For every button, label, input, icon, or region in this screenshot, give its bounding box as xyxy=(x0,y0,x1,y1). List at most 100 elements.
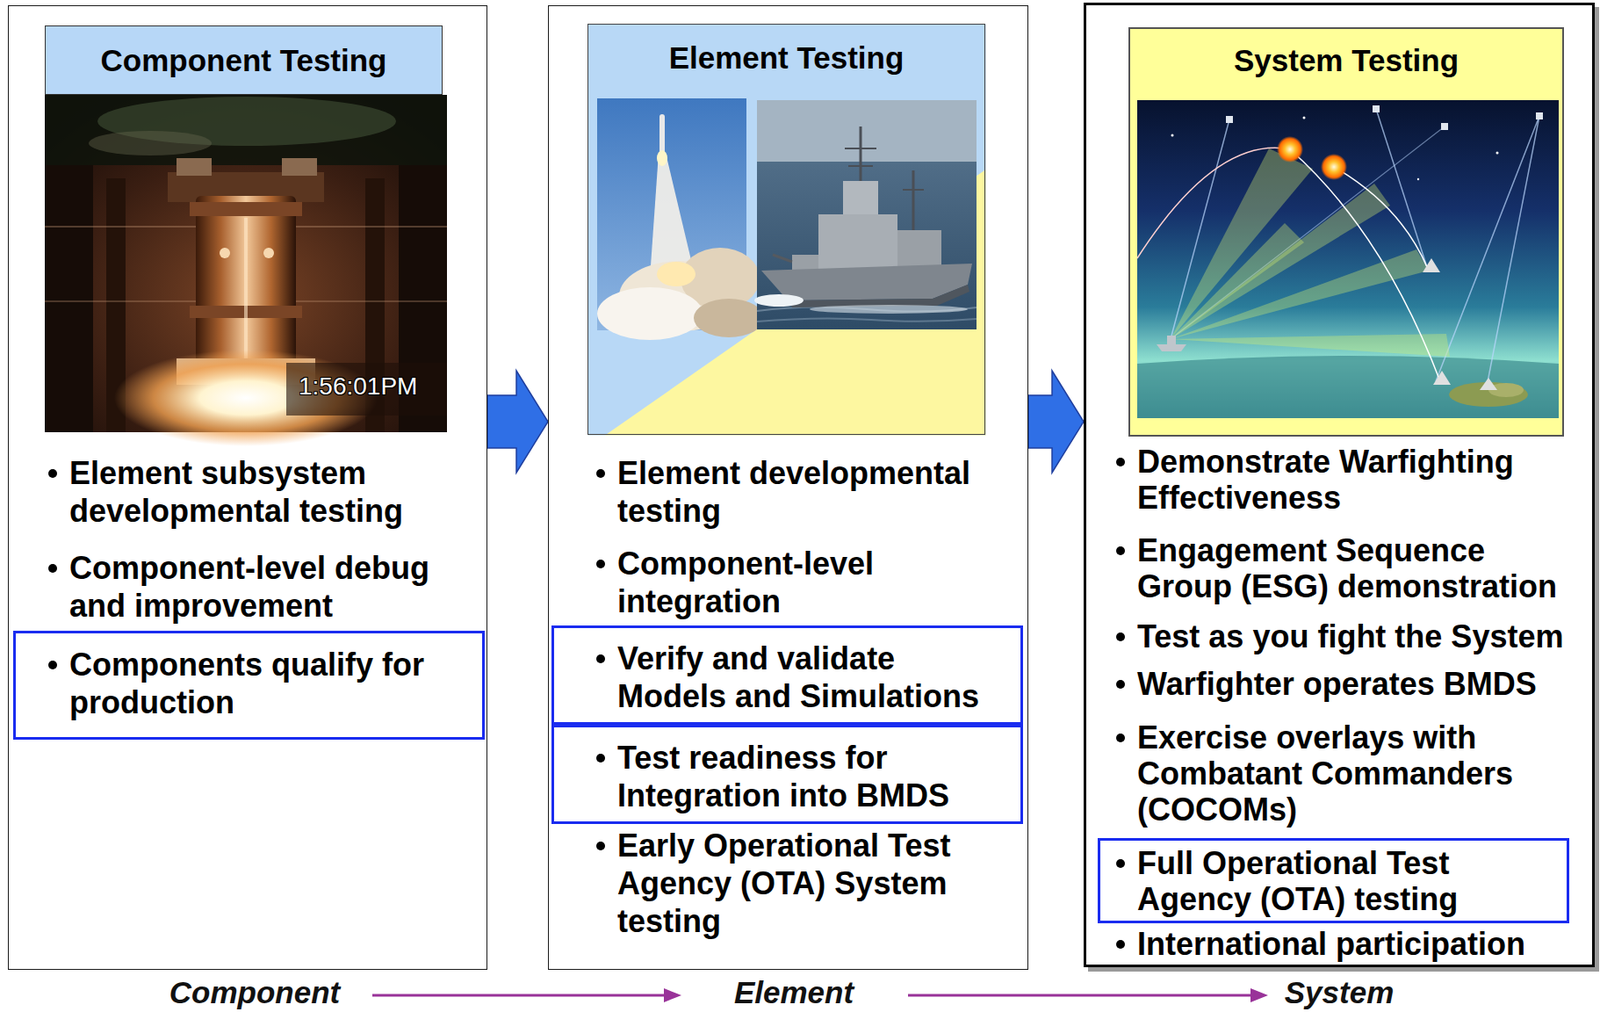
thruster-cylinder xyxy=(195,195,296,372)
bullet-text: Verify and validate Models and Simulatio… xyxy=(617,639,997,715)
radar-beam xyxy=(1170,249,1429,339)
bullet-text: Component-level integration xyxy=(617,544,997,620)
aegis-ship xyxy=(1156,344,1187,352)
radar-beam xyxy=(1170,183,1391,339)
label-slot: Element xyxy=(734,976,854,1008)
block-arrow xyxy=(487,370,548,473)
header-text: Element Testing xyxy=(588,39,985,77)
star xyxy=(1417,178,1420,181)
highlight-box: Verify and validate Models and Simulatio… xyxy=(551,625,1024,725)
smoke xyxy=(693,298,764,338)
bow-wave xyxy=(754,294,804,307)
sensor-link xyxy=(1486,115,1540,387)
housing-fitting xyxy=(176,158,212,176)
label-slot: System xyxy=(1284,976,1395,1008)
stage-header: Element Testing xyxy=(587,23,986,435)
intercept-burst xyxy=(1276,136,1304,163)
label-slot: Component xyxy=(169,976,340,1008)
progression-line xyxy=(908,994,1253,997)
sensor-link xyxy=(1435,115,1540,382)
yard xyxy=(844,147,877,150)
earth-surface xyxy=(1137,355,1559,419)
bullet-text: Test as you fight the System xyxy=(1137,618,1577,655)
bullet-dot xyxy=(1116,733,1125,743)
bullet-text: Engagement Sequence Group (ESG) demonstr… xyxy=(1137,532,1577,605)
test-stage-panel: Demonstrate Warfighting EffectivenessEng… xyxy=(1083,2,1595,967)
system-header-ground xyxy=(1128,27,1564,437)
stage-label: System xyxy=(1284,976,1395,1008)
bullet-text: Element developmental testing xyxy=(617,454,997,530)
interceptor-track xyxy=(1290,149,1441,382)
bullet-text: Test readiness for Integration into BMDS xyxy=(617,738,997,815)
bmds-engagement-illustration xyxy=(1137,100,1559,419)
bullet-text: Full Operational Test Agency (OTA) testi… xyxy=(1137,844,1550,917)
star xyxy=(1496,151,1500,155)
bullet-text: Demonstrate Warfighting Effectiveness xyxy=(1137,443,1577,516)
bullet-dot xyxy=(596,559,606,569)
wake xyxy=(809,304,968,314)
sensor-link xyxy=(1170,126,1445,339)
bullet-dot xyxy=(48,660,58,670)
interceptor-track xyxy=(1333,166,1428,267)
ground-site xyxy=(1433,370,1451,385)
cruiser-photo xyxy=(754,100,977,330)
gun-barrel xyxy=(772,254,793,262)
test-stage-panel: Element subsystem developmental testingC… xyxy=(7,5,488,970)
yard xyxy=(848,165,873,167)
satellite xyxy=(1535,112,1543,120)
aegis-ship xyxy=(1167,335,1176,345)
satellite xyxy=(1441,122,1449,130)
satellite xyxy=(1225,115,1233,123)
ground-site xyxy=(1479,377,1498,390)
radar-beam xyxy=(1170,223,1305,339)
bullet-dot xyxy=(48,563,58,573)
stage-label: Component xyxy=(169,976,340,1008)
bullet-dot xyxy=(596,841,606,851)
photo-blur xyxy=(88,130,212,156)
bolt xyxy=(263,247,274,259)
bullet-dot xyxy=(1116,858,1125,868)
bullet-text: Component-level debug and improvement xyxy=(69,548,474,625)
label-slot: 1:56:01PM xyxy=(298,372,418,401)
stand-frame xyxy=(44,165,94,433)
stage-header: Component Testing xyxy=(44,25,443,95)
header-text: Component Testing xyxy=(45,42,442,80)
smoke xyxy=(597,287,703,340)
bullet-dot xyxy=(1116,939,1125,949)
bullet-dot xyxy=(1116,457,1125,467)
yard xyxy=(902,188,924,191)
bullet-dot xyxy=(1116,546,1125,555)
haze xyxy=(756,100,977,162)
bullet-dot xyxy=(1116,679,1125,689)
satellite xyxy=(1372,105,1380,113)
test-stand-photo xyxy=(44,94,447,447)
launch-flame xyxy=(656,261,696,287)
cylinder-band xyxy=(189,201,303,217)
radar-beam xyxy=(1170,148,1313,339)
missile-flame xyxy=(656,150,668,166)
photo-shadow xyxy=(44,94,447,166)
bullet-text: Element subsystem developmental testing xyxy=(69,454,474,530)
bullet-dot xyxy=(1116,632,1125,642)
element-header-ground xyxy=(588,24,987,436)
block-arrow xyxy=(1028,370,1084,473)
bullet-text: Exercise overlays with Combatant Command… xyxy=(1137,719,1577,828)
bullet-dot xyxy=(596,468,606,478)
bullet-dot xyxy=(596,753,606,763)
bullet-text: Components qualify for production xyxy=(69,645,474,721)
wave xyxy=(756,317,977,322)
missile-body xyxy=(659,114,665,155)
hull-shadow xyxy=(787,284,970,308)
progression-head xyxy=(1250,987,1269,1002)
test-stage-panel: Element developmental testingComponent-l… xyxy=(547,5,1029,970)
star xyxy=(1171,134,1175,137)
bullet-text: International participation xyxy=(1137,925,1577,962)
superstructure xyxy=(897,230,942,270)
threat-track xyxy=(1137,147,1291,259)
highlight-box: Test readiness for Integration into BMDS xyxy=(551,724,1024,824)
progression-head xyxy=(663,987,682,1002)
exhaust-trail xyxy=(649,152,696,279)
timestamp-backing xyxy=(286,362,447,416)
space-ground xyxy=(1137,100,1559,419)
